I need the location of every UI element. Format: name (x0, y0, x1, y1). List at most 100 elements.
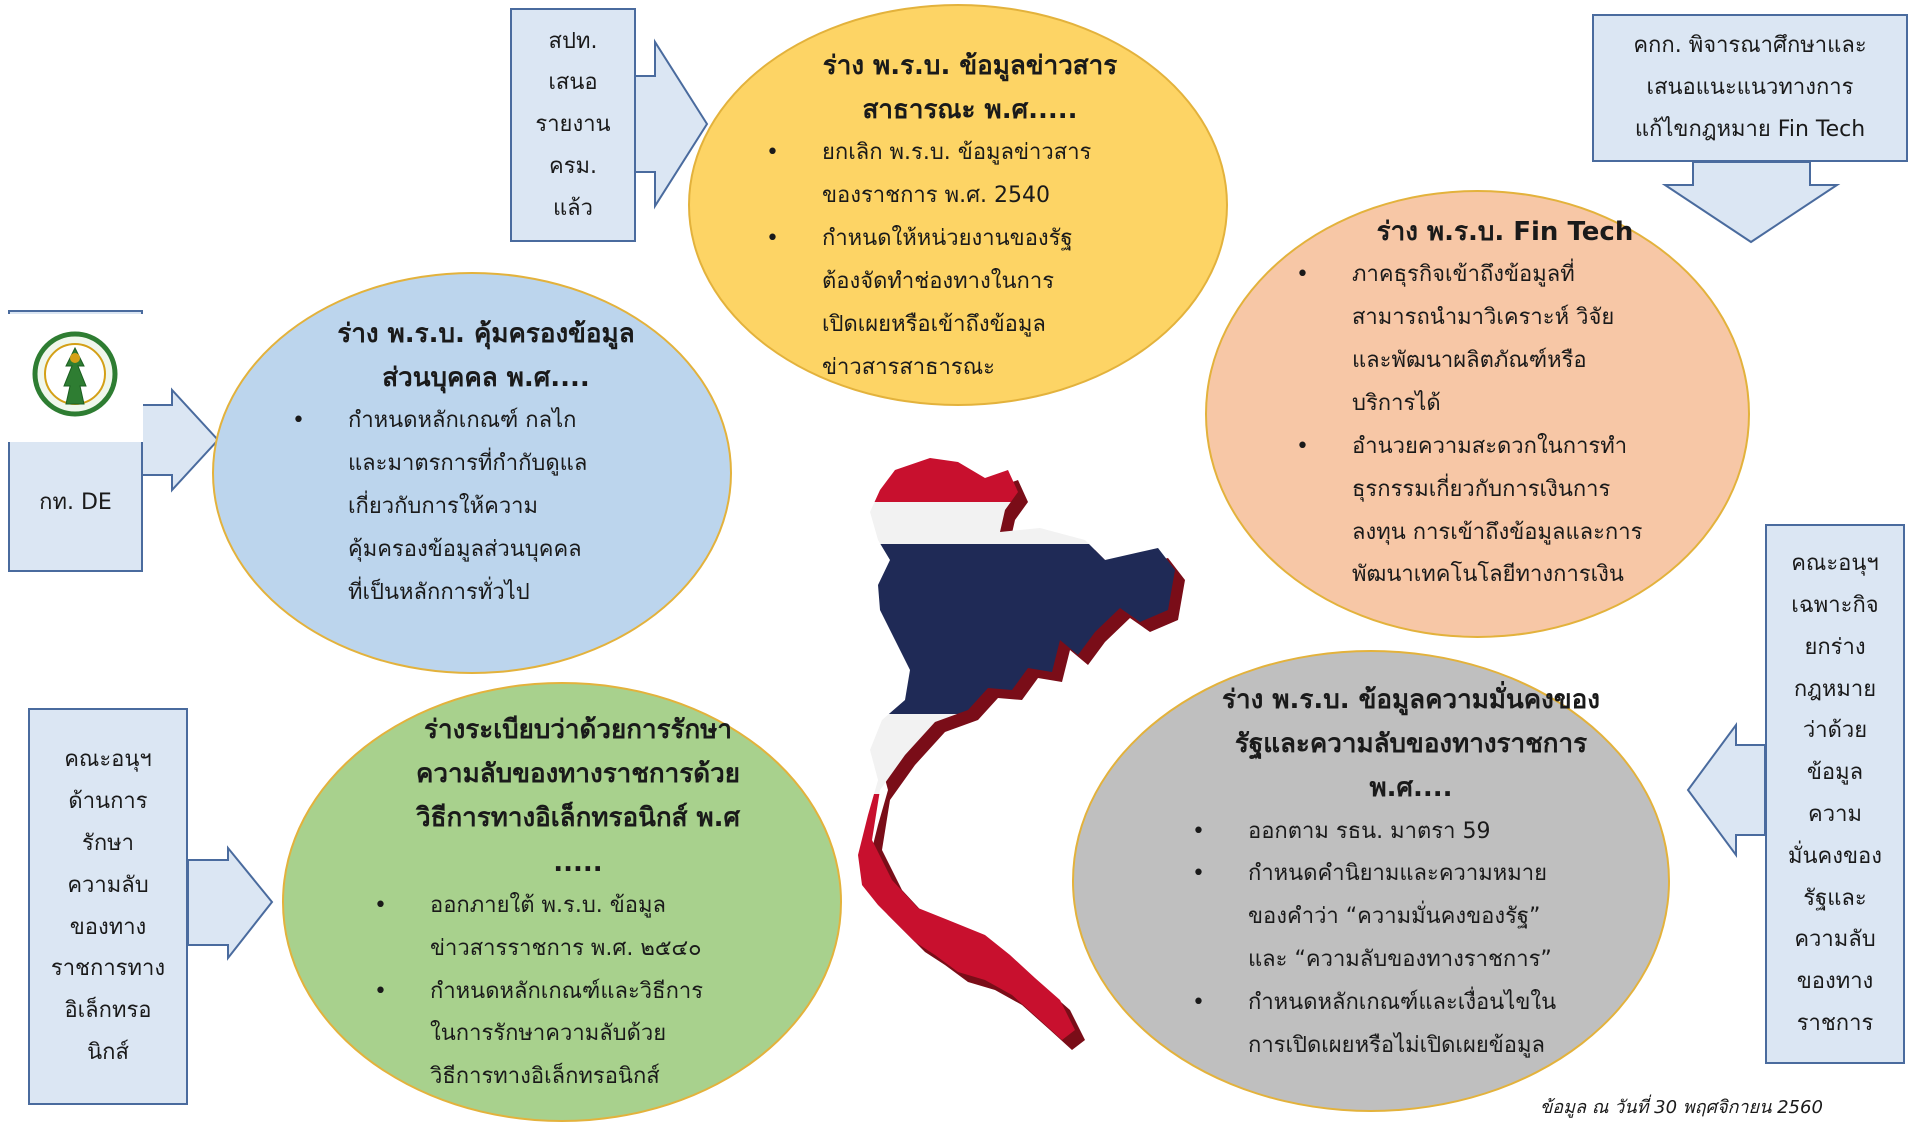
box-label-line: ราชการทาง (50, 956, 166, 982)
ministry-de-label: กท. DE (39, 490, 112, 515)
bullet-line: กำหนดหลักเกณฑ์และเงื่อนไขใน (1248, 990, 1557, 1016)
ellipse-title-line: รัฐและความลับของทางราชการ (1234, 729, 1588, 760)
ellipse-title-line: วิธีการทางอิเล็กทรอนิกส์ พ.ศ (415, 803, 741, 834)
box-label-line: สปท. (548, 28, 598, 54)
ellipse-title-line: ความลับของทางราชการด้วย (416, 759, 740, 790)
bullet-line: ออกภายใต้ พ.ร.บ. ข้อมูล (430, 892, 667, 918)
ellipse-title-line: ร่างระเบียบว่าด้วยการรักษา (424, 715, 732, 745)
bullet-item: กำหนดหลักเกณฑ์และวิธีการในการรักษาความลั… (368, 971, 788, 1100)
bullet-item: ภาคธุรกิจเข้าถึงข้อมูลที่สามารถนำมาวิเคร… (1290, 254, 1720, 426)
box-label-line: กฎหมาย (1793, 676, 1877, 702)
bullet-line: กำหนดให้หน่วยงานของรัฐ (822, 226, 1073, 252)
bullet-item: อำนวยความสะดวกในการทำธุรกรรมเกี่ยวกับการ… (1290, 426, 1720, 598)
bullet-line: และพัฒนาผลิตภัณฑ์หรือ (1352, 347, 1587, 373)
ellipse-title: ร่างระเบียบว่าด้วยการรักษาความลับของทางร… (368, 708, 788, 885)
arrow-left-bottom-right (1686, 721, 1766, 859)
bullet-line: เกี่ยวกับการให้ความ (348, 494, 539, 520)
box-label-line: อิเล็กทรอ (64, 998, 152, 1024)
box-label-line: ความลับ (1794, 927, 1876, 953)
box-label-line: ของทาง (69, 914, 147, 940)
fintech-content: ร่าง พ.ร.บ. Fin Tech ภาคธุรกิจเข้าถึงข้อม… (1290, 210, 1720, 597)
e-secret-committee-box: คณะอนุฯด้านการรักษาความลับของทางราชการทา… (28, 708, 188, 1105)
bullet-line: ต้องจัดทำช่องทางในการ (822, 269, 1055, 295)
box-label-line: เฉพาะกิจ (1791, 593, 1879, 619)
bullet-line: กำหนดคำนิยามและความหมาย (1248, 861, 1548, 887)
footnote: ข้อมูล ณ วันที่ 30 พฤศจิกายน 2560 (1540, 1097, 1823, 1118)
ellipse-title-line: ร่าง พ.ร.บ. ข้อมูลความมั่นคงของ (1222, 685, 1600, 715)
box-label-line: เสนอแนะแนวทางการ (1646, 75, 1854, 101)
ellipse-title: ร่าง พ.ร.บ. ข้อมูลความมั่นคงของรัฐและควา… (1186, 678, 1636, 811)
bullet-line: ของราชการ พ.ศ. 2540 (822, 183, 1051, 209)
bullet-line: ที่เป็นหลักการทั่วไป (348, 579, 530, 605)
arrow-down-top-right (1661, 161, 1841, 244)
box-label-line: มั่นคงของ (1788, 843, 1882, 869)
bullet-line: ยกเลิก พ.ร.บ. ข้อมูลข่าวสาร (822, 140, 1092, 166)
bullet-line: ออกตาม รธน. มาตรา 59 (1248, 818, 1491, 844)
bullet-line: บริการได้ (1352, 390, 1441, 416)
ministry-seal-icon (8, 314, 143, 442)
bullet-line: พัฒนาเทคโนโลยีทางการเงิน (1352, 562, 1624, 588)
bullet-line: คุ้มครองข้อมูลส่วนบุคคล (348, 537, 582, 563)
bullet-item: ออกภายใต้ พ.ร.บ. ข้อมูลข่าวสารราชการ พ.ศ… (368, 885, 788, 971)
box-label-line: คณะอนุฯ (1791, 551, 1879, 577)
box-label-line: คณะอนุฯ (64, 747, 152, 773)
bullet-line: ข่าวสารราชการ พ.ศ. ๒๕๔๐ (430, 935, 702, 961)
ellipse-title-line: พ.ศ.... (1369, 773, 1453, 804)
bullet-line: กำหนดหลักเกณฑ์และวิธีการ (430, 978, 704, 1004)
ellipse-title-line: สาธารณะ พ.ศ..... (862, 95, 1078, 126)
bullet-list: ออกตาม รธน. มาตรา 59 กำหนดคำนิยามและความห… (1186, 811, 1636, 1068)
ellipse-title-line: ร่าง พ.ร.บ. ข้อมูลข่าวสาร (822, 51, 1118, 81)
bullet-line: อำนวยความสะดวกในการทำ (1352, 433, 1628, 459)
bullet-list: ออกภายใต้ พ.ร.บ. ข้อมูลข่าวสารราชการ พ.ศ… (368, 885, 788, 1099)
box-label-line: คกก. พิจารณาศึกษาและ (1633, 33, 1867, 59)
bullet-line: ในการรักษาความลับด้วย (430, 1021, 667, 1047)
bullet-line: กำหนดหลักเกณฑ์ กลไก (348, 408, 577, 434)
bullet-line: สามารถนำมาวิเคราะห์ วิจัย (1352, 305, 1615, 331)
bullet-item: กำหนดให้หน่วยงานของรัฐต้องจัดทำช่องทางใน… (760, 218, 1180, 390)
ellipse-title: ร่าง พ.ร.บ. ข้อมูลข่าวสารสาธารณะ พ.ศ....… (760, 44, 1180, 132)
box-label-line: ด้านการ (68, 789, 148, 815)
box-label-line: แล้ว (552, 195, 593, 221)
proposal-box-spt: สปท.เสนอรายงานครม.แล้ว (510, 8, 636, 242)
ellipse-title-line: ..... (553, 847, 603, 878)
bullet-line: ข่าวสารสาธารณะ (822, 354, 995, 380)
box-label-line: นิกส์ (87, 1039, 129, 1065)
box-label-line: ครม. (548, 153, 598, 179)
ellipse-title-line: ร่าง พ.ร.บ. Fin Tech (1376, 217, 1634, 247)
ellipse-title-line: ส่วนบุคคล พ.ศ.... (382, 363, 590, 394)
bullet-line: เปิดเผยหรือเข้าถึงข้อมูล (822, 311, 1046, 337)
box-label-line: ว่าด้วย (1802, 718, 1868, 744)
box-label-line: ของทาง (1796, 969, 1874, 995)
bullet-list: กำหนดหลักเกณฑ์ กลไกและมาตรการที่กำกับดูแ… (286, 400, 686, 614)
ministry-de-box: กท. DE (8, 310, 143, 572)
box-label-line: รักษา (82, 830, 134, 856)
ellipse-title: ร่าง พ.ร.บ. Fin Tech (1290, 210, 1720, 254)
box-label-line: ราชการ (1796, 1010, 1874, 1036)
arrow-right-bottom-left (187, 845, 274, 961)
box-label-line: แก้ไขกฎหมาย Fin Tech (1634, 116, 1866, 142)
bullet-line: ธุรกรรมเกี่ยวกับการเงินการ (1352, 476, 1611, 502)
bullet-item: ออกตาม รธน. มาตรา 59 (1186, 811, 1636, 854)
box-label-line: ข้อมูล (1806, 760, 1864, 786)
arrow-right-de (141, 387, 220, 493)
ellipse-title: ร่าง พ.ร.บ. คุ้มครองข้อมูลส่วนบุคคล พ.ศ.… (286, 312, 686, 400)
bullet-line: วิธีการทางอิเล็กทรอนิกส์ (430, 1064, 660, 1090)
box-label-line: ยกร่าง (1804, 634, 1866, 660)
bullet-line: และมาตรการที่กำกับดูแล (348, 451, 588, 477)
bullet-line: ลงทุน การเข้าถึงข้อมูลและการ (1352, 519, 1643, 545)
security-committee-box: คณะอนุฯเฉพาะกิจยกร่างกฎหมายว่าด้วยข้อมูล… (1765, 524, 1905, 1064)
ellipse-title-line: ร่าง พ.ร.บ. คุ้มครองข้อมูล (337, 319, 635, 349)
box-label-line: รัฐและ (1803, 885, 1867, 911)
box-label-line: ความลับ (67, 872, 149, 898)
fintech-committee-box: คกก. พิจารณาศึกษาและเสนอแนะแนวทางการแก้ไ… (1592, 14, 1908, 162)
bullet-line: การเปิดเผยหรือไม่เปิดเผยข้อมูล (1248, 1033, 1545, 1059)
box-label-line: เสนอ (548, 70, 598, 96)
bullet-item: กำหนดหลักเกณฑ์และเงื่อนไขในการเปิดเผยหรื… (1186, 982, 1636, 1068)
bullet-item: กำหนดหลักเกณฑ์ กลไกและมาตรการที่กำกับดูแ… (286, 400, 686, 614)
bullet-line: ของคำว่า “ความมั่นคงของรัฐ” (1248, 904, 1541, 930)
e-secret-content: ร่างระเบียบว่าด้วยการรักษาความลับของทางร… (368, 708, 788, 1099)
bullet-line: และ “ความลับของทางราชการ” (1248, 947, 1552, 973)
personal-data-content: ร่าง พ.ร.บ. คุ้มครองข้อมูลส่วนบุคคล พ.ศ.… (286, 312, 686, 615)
